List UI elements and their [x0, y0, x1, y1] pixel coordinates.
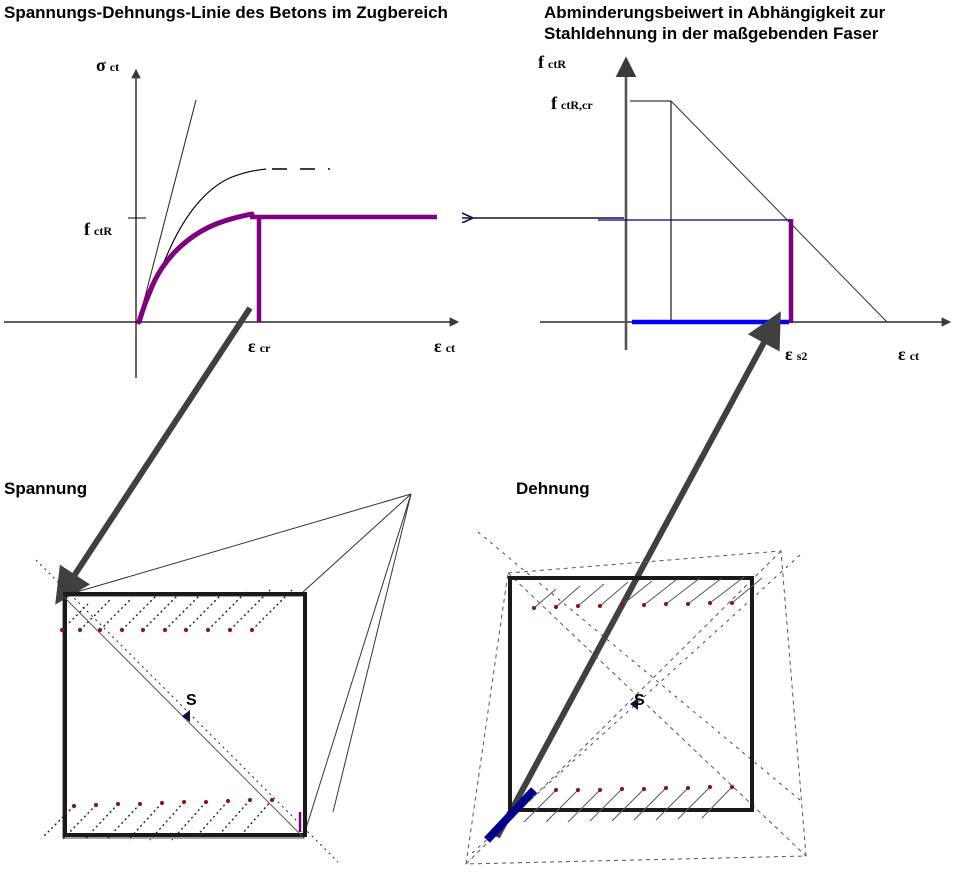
left-strain-symbol: ε	[248, 336, 256, 356]
right-level-symbol: f	[551, 93, 557, 113]
left-y-axis-symbol: σ	[96, 55, 106, 75]
left-chart-graphic	[4, 68, 460, 378]
strain-hatch-top	[531, 576, 763, 611]
strain-block-diagram	[465, 531, 807, 865]
right-x-axis-subscript: ct	[909, 349, 920, 363]
right-y-axis-subscript: ctR	[548, 57, 566, 71]
strain-section-square	[508, 576, 754, 812]
right-strain-subscript: s2	[796, 349, 808, 363]
stress-section-square	[63, 592, 307, 837]
left-level-symbol: f	[84, 219, 90, 239]
right-x-axis-symbol: ε	[898, 344, 906, 364]
strain-blue-marker	[484, 787, 537, 843]
stress-perspective-lines	[62, 493, 412, 839]
left-chart-title: Spannungs-Dehnungs-Linie des Betons im Z…	[4, 3, 448, 22]
right-reduction-line	[670, 100, 888, 323]
right-chart-graphic	[540, 56, 952, 350]
left-y-axis-subscript: ct	[109, 60, 120, 74]
strain-cross-lines	[469, 531, 801, 856]
stress-block-diagram	[35, 493, 412, 863]
stress-hatch-top	[59, 589, 293, 633]
right-level-label: f ctR,cr	[551, 93, 593, 114]
strain-centroid-icon	[630, 698, 638, 710]
right-y-axis-symbol: f	[538, 52, 544, 72]
stress-hatch-bottom	[41, 797, 275, 841]
left-x-axis-subscript: ct	[445, 341, 456, 355]
stress-centroid-icon	[182, 710, 190, 722]
stress-mapping-arrow	[55, 306, 253, 605]
stress-centroid-label: S	[186, 692, 197, 709]
left-elastic-tangent	[138, 99, 197, 321]
left-x-axis-symbol: ε	[434, 336, 442, 356]
strain-section-label: Dehnung	[516, 479, 590, 498]
right-level-subscript: ctR,cr	[561, 98, 593, 112]
left-design-curve	[136, 211, 255, 325]
strain-centroid-label: S	[634, 692, 645, 709]
left-level-subscript: ctR	[94, 224, 112, 238]
left-strain-subscript: cr	[259, 341, 271, 355]
right-strain-symbol: ε	[785, 344, 793, 364]
stress-section-label: Spannung	[4, 479, 88, 498]
stress-dotted-diagonal	[35, 559, 339, 863]
right-chart-title: Abminderungsbeiwert in Abhängigkeit zur …	[544, 3, 886, 43]
strain-hatch-bottom	[523, 784, 735, 823]
strain-mapping-arrow	[494, 311, 781, 839]
